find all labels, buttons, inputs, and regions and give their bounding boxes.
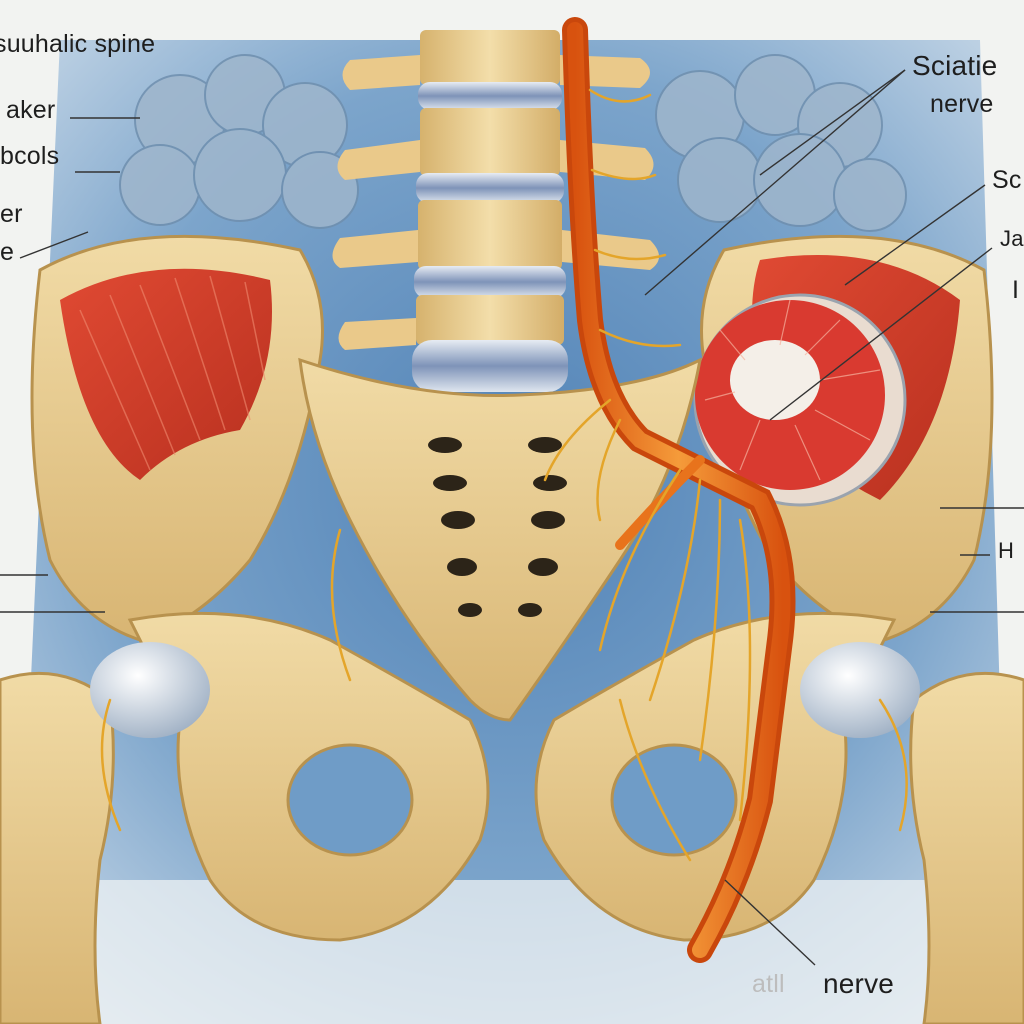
label-top-right-4: Ja xyxy=(1000,226,1024,251)
label-bottom-faded: atll xyxy=(752,970,785,998)
left-obturator-foramen xyxy=(286,743,414,857)
sacrum xyxy=(298,357,703,722)
label-top-left-4: er xyxy=(0,200,23,228)
lumbar-spine xyxy=(332,30,659,392)
left-muscle-fibers xyxy=(79,275,266,471)
nerve-branches xyxy=(100,88,908,862)
right-femur xyxy=(800,642,1024,1024)
label-top-left-3: bcols xyxy=(0,142,60,170)
sacral-foramina xyxy=(428,437,567,617)
right-obturator-foramen xyxy=(610,743,738,857)
left-gluteal-muscle xyxy=(60,268,272,480)
label-right-mid: H xyxy=(998,538,1015,563)
label-top-left-1: suuhalic spine xyxy=(0,30,156,58)
label-top-left-2: aker xyxy=(6,96,56,124)
label-sciatic-title: Sciatie xyxy=(912,50,998,81)
label-top-right-5: I xyxy=(1012,276,1020,304)
label-top-right-3: Sc xyxy=(992,166,1022,194)
leader-lines xyxy=(0,69,1024,966)
label-top-left-5: e xyxy=(0,238,15,266)
label-sciatic-nerve: nerve xyxy=(930,90,994,118)
left-femur xyxy=(0,642,210,1024)
label-bottom-nerve: nerve xyxy=(823,968,895,999)
bottom-fade xyxy=(0,880,1024,1024)
muscle-cross-section xyxy=(693,293,907,507)
